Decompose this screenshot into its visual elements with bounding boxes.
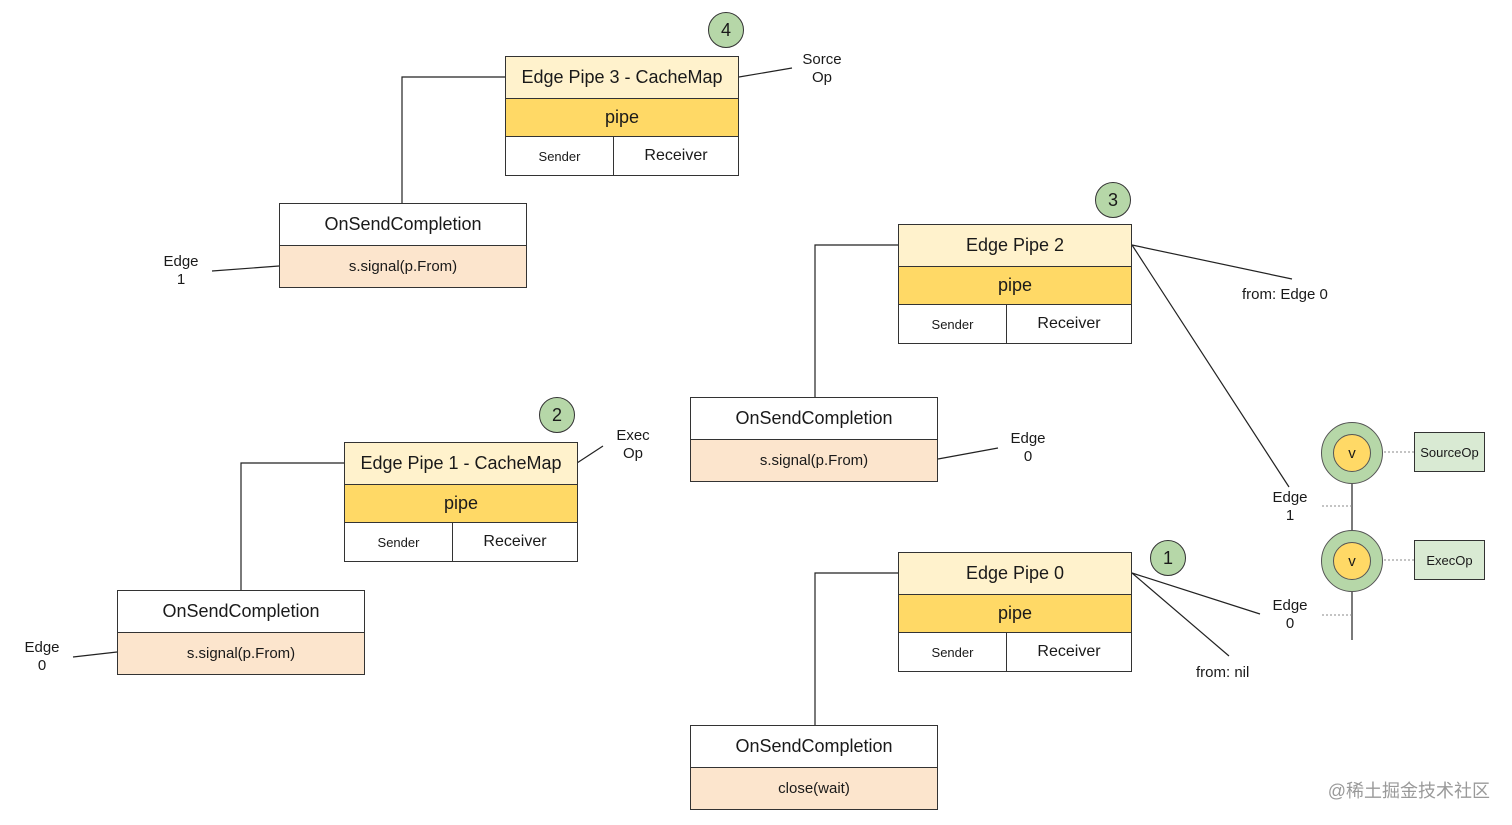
completion-body: close(wait) bbox=[691, 768, 937, 809]
sender-cell: Sender bbox=[899, 305, 1007, 343]
pipe-band: pipe bbox=[899, 267, 1131, 305]
step-badge-1: 1 bbox=[1150, 540, 1186, 576]
label-edge-0-mid: Edge 0 bbox=[1010, 430, 1046, 465]
label-edge-0-right: Edge 0 bbox=[1272, 597, 1308, 632]
receiver-cell: Receiver bbox=[1037, 315, 1101, 332]
vertex-label: v bbox=[1333, 434, 1371, 472]
pipe-title: Edge Pipe 2 bbox=[899, 225, 1131, 267]
completion-body: s.signal(p.From) bbox=[691, 440, 937, 481]
label-edge-1-right: Edge 1 bbox=[1272, 489, 1308, 524]
pipe-title: Edge Pipe 0 bbox=[899, 553, 1131, 595]
edge-pipe-1: Edge Pipe 1 - CacheMap pipe Sender Recei… bbox=[344, 442, 578, 562]
on-send-completion-1: OnSendCompletion s.signal(p.From) bbox=[279, 203, 527, 288]
edge-pipe-2: Edge Pipe 2 pipe Sender Receiver bbox=[898, 224, 1132, 344]
completion-head: OnSendCompletion bbox=[691, 726, 937, 768]
step-badge-3: 3 bbox=[1095, 182, 1131, 218]
label-sorce-op: Sorce Op bbox=[802, 51, 842, 86]
exec-op-box: ExecOp bbox=[1414, 540, 1485, 580]
vertex-node-bottom: v bbox=[1321, 530, 1383, 592]
label-from-nil: from: nil bbox=[1196, 664, 1250, 681]
on-send-completion-3: OnSendCompletion s.signal(p.From) bbox=[117, 590, 365, 675]
edge-pipe-0: Edge Pipe 0 pipe Sender Receiver bbox=[898, 552, 1132, 672]
vertex-node-top: v bbox=[1321, 422, 1383, 484]
label-edge-0-left: Edge 0 bbox=[24, 639, 60, 674]
edge-pipe-3: Edge Pipe 3 - CacheMap pipe Sender Recei… bbox=[505, 56, 739, 176]
label-edge-1-top: Edge 1 bbox=[163, 253, 199, 288]
on-send-completion-2: OnSendCompletion s.signal(p.From) bbox=[690, 397, 938, 482]
pipe-title: Edge Pipe 1 - CacheMap bbox=[345, 443, 577, 485]
pipe-band: pipe bbox=[506, 99, 738, 137]
completion-head: OnSendCompletion bbox=[280, 204, 526, 246]
pipe-band: pipe bbox=[345, 485, 577, 523]
step-badge-4: 4 bbox=[708, 12, 744, 48]
source-op-box: SourceOp bbox=[1414, 432, 1485, 472]
step-badge-2: 2 bbox=[539, 397, 575, 433]
receiver-cell: Receiver bbox=[483, 533, 547, 550]
completion-head: OnSendCompletion bbox=[118, 591, 364, 633]
receiver-cell: Receiver bbox=[644, 147, 708, 164]
label-exec-op: Exec Op bbox=[616, 427, 650, 462]
sender-cell: Sender bbox=[506, 137, 614, 175]
receiver-cell: Receiver bbox=[1037, 643, 1101, 660]
completion-body: s.signal(p.From) bbox=[280, 246, 526, 287]
sender-cell: Sender bbox=[899, 633, 1007, 671]
label-from-edge-0: from: Edge 0 bbox=[1242, 286, 1328, 303]
pipe-title: Edge Pipe 3 - CacheMap bbox=[506, 57, 738, 99]
vertex-label: v bbox=[1333, 542, 1371, 580]
completion-body: s.signal(p.From) bbox=[118, 633, 364, 674]
watermark: @稀土掘金技术社区 bbox=[1327, 781, 1490, 801]
on-send-completion-4: OnSendCompletion close(wait) bbox=[690, 725, 938, 810]
completion-head: OnSendCompletion bbox=[691, 398, 937, 440]
pipe-band: pipe bbox=[899, 595, 1131, 633]
sender-cell: Sender bbox=[345, 523, 453, 561]
